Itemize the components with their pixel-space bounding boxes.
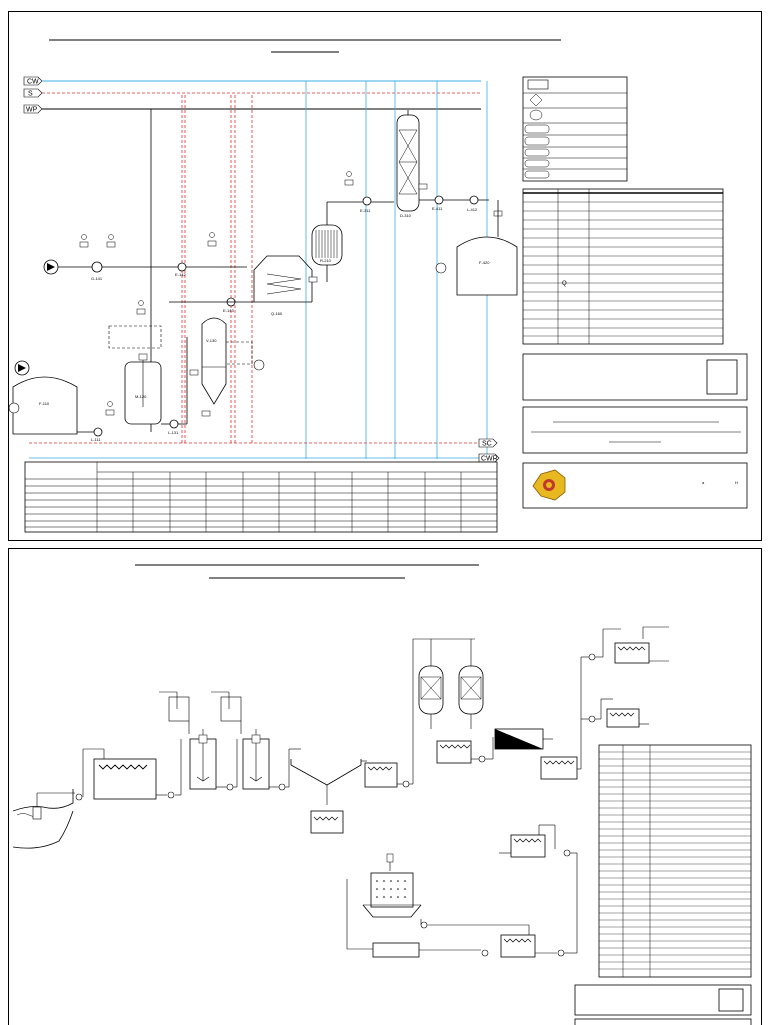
label-l111: L-111 <box>91 437 101 442</box>
river-intake <box>12 789 83 849</box>
sedimentation-basin <box>82 748 175 800</box>
label-r210: R-210 <box>320 258 332 263</box>
exchanger-e311: E-311 <box>344 171 372 213</box>
legend <box>522 76 628 182</box>
heater-unit <box>372 934 577 958</box>
exchanger-e411: E-411 <box>418 183 444 211</box>
exchanger-e142: E-142 <box>175 232 217 277</box>
ro-membrane <box>494 657 582 780</box>
utility-table <box>598 744 752 978</box>
utility-steam: S <box>23 88 481 98</box>
clarifier <box>285 748 362 834</box>
label-e311: E-311 <box>360 208 371 213</box>
utility-cw-label: CW <box>27 79 39 86</box>
utility-cwr-label: CWR <box>481 456 498 463</box>
label-e143: E-143 <box>223 308 234 313</box>
label-f110: F-110 <box>39 401 50 406</box>
label-d310: D-310 <box>400 213 412 218</box>
label-l131: L-131 <box>168 430 179 435</box>
clear-water-tank <box>361 639 414 788</box>
utility-cwr: CWR <box>29 453 500 463</box>
utility-wp: WP <box>23 104 481 114</box>
exchanger-e143: E-143 <box>169 297 254 313</box>
distribution-tank-1 <box>581 626 669 664</box>
furnace-q160: Q-160 <box>253 255 313 316</box>
label-e411: E-411 <box>432 206 443 211</box>
side-tank <box>499 824 578 953</box>
label-q160: Q-160 <box>271 311 283 316</box>
label-e142: E-142 <box>175 272 186 277</box>
label-m120: M-120 <box>135 394 147 399</box>
label-v130: V-130 <box>206 338 217 343</box>
pump-l412: L-412 <box>467 195 503 237</box>
equipment-table: Q <box>522 188 724 345</box>
pid-sheet: CW S WP SC CWR <box>8 11 762 541</box>
dosing-tank-1 <box>159 691 190 734</box>
separator-v130: V-130 <box>189 317 265 417</box>
flocculator-2 <box>233 729 286 791</box>
label-g141: G-141 <box>91 276 103 281</box>
utility-s-label: S <box>28 91 33 98</box>
reactor-r210: R-210 <box>308 201 394 283</box>
title-box <box>522 406 748 454</box>
utility-wp-label: WP <box>26 107 38 114</box>
label-l412: L-412 <box>467 207 478 212</box>
label-f420: F-420 <box>479 260 490 265</box>
utility-sc-label: SC <box>482 441 492 448</box>
pump-g141: G-141 <box>43 234 247 281</box>
distribution-tank-2 <box>581 698 649 728</box>
logo-box: a H <box>522 462 748 509</box>
pid-diagram: CW S WP SC CWR <box>9 39 748 533</box>
cooling-tower <box>346 853 530 950</box>
table-cell-mark: Q <box>562 281 567 287</box>
tank-f110: F-110 <box>9 360 94 435</box>
pump-l111: L-111 <box>91 401 115 442</box>
logo-mark-h: H <box>735 480 738 485</box>
note-box <box>574 984 752 1016</box>
ion-exchanger-1 <box>413 638 475 729</box>
water-treatment-sheet <box>8 548 762 1025</box>
column-d310: D-310 <box>396 110 489 218</box>
utility-cw: CW <box>23 76 481 86</box>
pump-l131: L-131 <box>161 337 188 435</box>
utility-sc: SC <box>29 438 498 448</box>
logo-mark-a: a <box>702 480 705 485</box>
demin-tank <box>436 737 494 764</box>
tank-f420: F-420 <box>435 236 518 296</box>
ion-exchanger-2 <box>458 639 484 729</box>
logo-box-partial <box>574 1018 752 1025</box>
stream-table <box>24 461 498 533</box>
water-treatment-diagram <box>12 564 752 1025</box>
dosing-tank-2 <box>211 691 242 734</box>
flocculator-1 <box>175 729 234 796</box>
mixer-m120: M-120 <box>108 300 162 425</box>
note-box <box>522 353 748 401</box>
